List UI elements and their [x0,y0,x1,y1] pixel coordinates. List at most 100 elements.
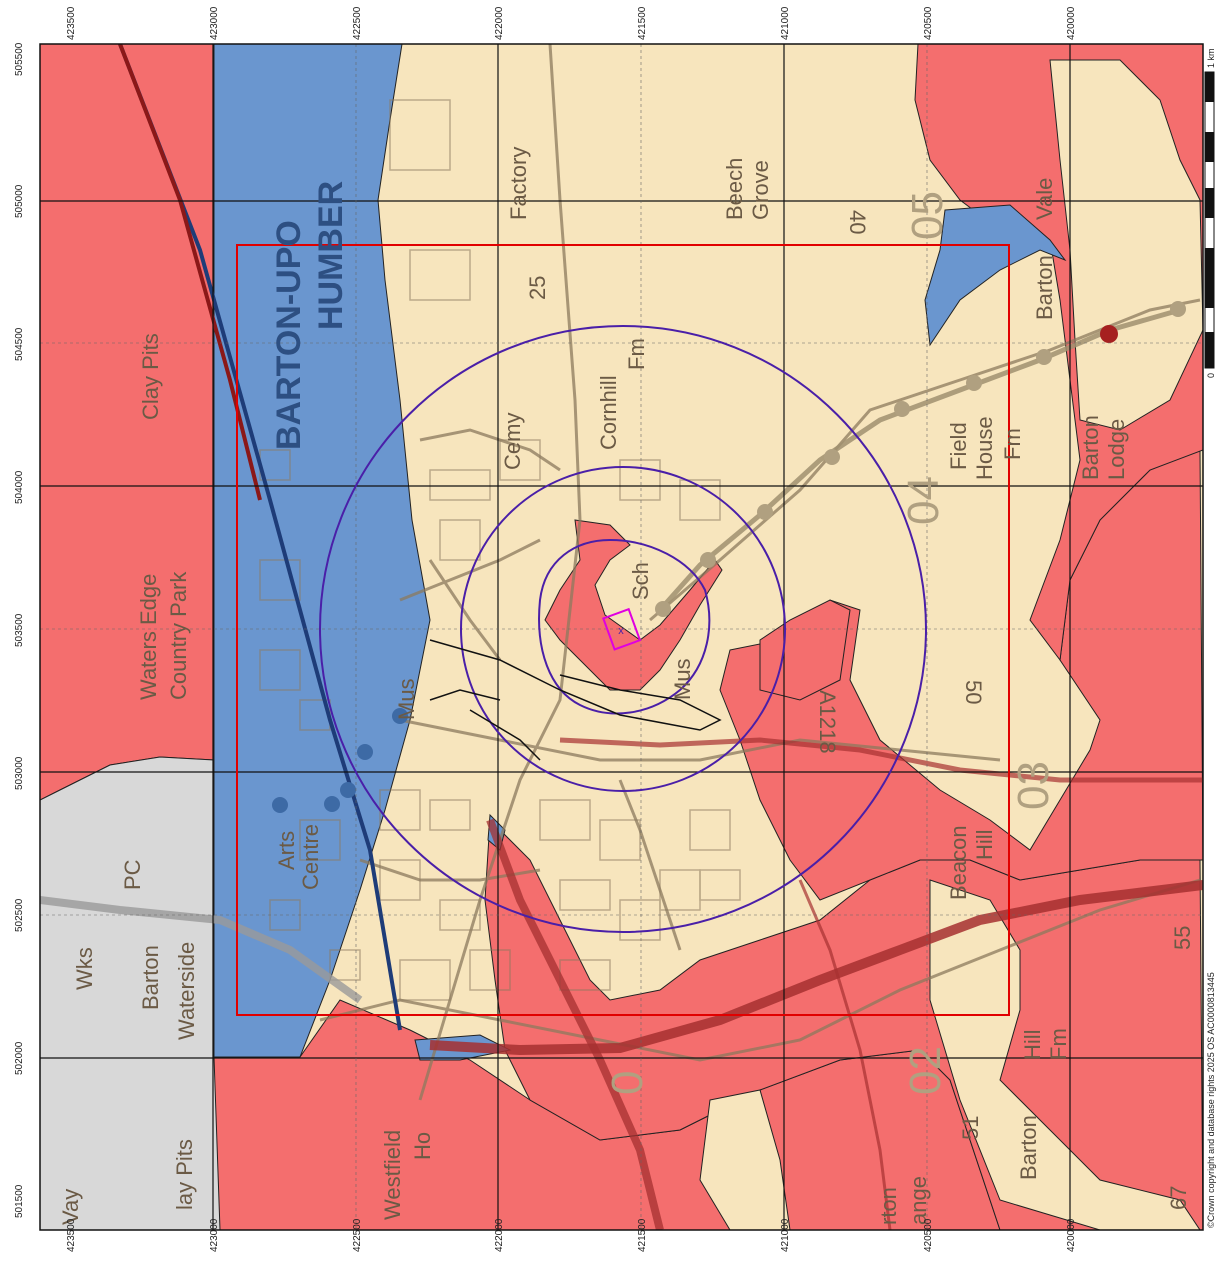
railway-line [118,44,402,1031]
label-cemy: Cemy [500,413,525,470]
contour-55: 55 [1170,926,1195,950]
label-mus-left: Mus [394,678,419,720]
label-barton-vale-2: Vale [1032,178,1057,220]
study-area-boundary [236,244,1010,1016]
top-tick-423000: 423000 [209,6,220,40]
rail-red-left [118,44,262,501]
label-hill: Hill [972,829,997,860]
label-factory: Factory [506,147,531,220]
label-beacon: Beacon [946,825,971,900]
grid-lines [40,44,1203,1230]
top-tick-420500: 420500 [923,6,934,40]
label-barton-upon: BARTON-UPO [270,220,308,450]
top-tick-420000: 420000 [1066,6,1077,40]
copyright-notice: ©Crown copyright and database rights 202… [1206,972,1216,1228]
label-barton-lodge-2: Lodge [1104,419,1129,480]
footpath-dots [655,301,1186,617]
contour-51: 51 [958,1116,983,1140]
town-streets [319,44,1201,1101]
buffer-ring-outer [319,325,927,933]
footpath-dots-blue [272,708,408,813]
red-zone-east-tongue [759,599,851,701]
buffer-ring-inner [538,538,711,715]
site-marker[interactable]: x [602,607,642,651]
top-tick-423500: 423500 [66,6,77,40]
left-axis: 505500 505000 504500 504000 503500 50300… [14,42,25,1218]
bottom-tick-423500: 423500 [66,1218,77,1252]
label-mus-right: Mus [670,658,695,700]
label-wks: Wks [72,947,97,990]
map-border [39,43,1204,1231]
label-grove: Grove [748,160,773,220]
red-dot-marker [1100,325,1118,343]
scale-bar: 1 km 0 [1204,48,1216,378]
svg-text:x: x [618,625,624,637]
contour-25: 25 [525,276,550,300]
road-south-a15 [486,818,664,1230]
fault-lines [429,639,722,761]
town-grid [259,99,741,1001]
label-barton-hill-fm-1: Hill [1020,1029,1045,1060]
label-barton-lodge-1: Barton [1078,415,1103,480]
label-barton-vale-1: Barton [1032,255,1057,320]
label-arts: Arts [274,831,299,870]
top-tick-421500: 421500 [637,6,648,40]
label-barton-waterside-2: Waterside [174,942,199,1040]
buffer-ring-middle [460,466,786,792]
cream-blob-s [699,1089,791,1230]
left-tick-502500: 502500 [14,898,25,932]
top-tick-421000: 421000 [780,6,791,40]
contour-67: 67 [1166,1186,1191,1210]
label-fm-cornhill: Fm [624,338,649,370]
bottom-axis: 423500 423000 422500 422000 421500 42100… [66,1218,1077,1252]
left-tick-504000: 504000 [14,470,25,504]
label-house: House [972,416,997,480]
motorway-a15 [429,880,1203,1056]
bottom-tick-421500: 421500 [637,1218,648,1252]
label-westfield: Westfield [380,1130,405,1220]
label-sch: Sch [628,562,653,600]
left-tick-503000: 503000 [14,756,25,790]
road-east-field [658,307,1181,612]
buffer-rings [319,325,927,933]
left-tick-502000: 502000 [14,1041,25,1075]
label-barton-hill-fm-2: Fm [1046,1028,1071,1060]
label-cornhill: Cornhill [596,375,621,450]
label-fm-field: Fm [1000,428,1025,460]
grid-num-0: 0 [603,1071,652,1095]
contour-50: 50 [961,680,986,704]
grid-num-05: 05 [903,191,952,240]
label-barton-south: Barton [1016,1115,1041,1180]
label-barton-waterside-1: Barton [138,945,163,1010]
left-tick-504500: 504500 [14,327,25,361]
label-clay-pits-bottom: lay Pits [172,1139,197,1210]
road-a1218 [559,737,1203,783]
left-tick-501500: 501500 [14,1184,25,1218]
label-country-park: Country Park [166,571,191,700]
top-axis: 423500 423000 422500 422000 421500 42100… [66,6,1077,40]
label-humber: HUMBER [312,181,350,330]
contour-40: 40 [845,210,870,234]
label-a1218: A1218 [815,690,840,754]
grid-num-04: 04 [899,476,948,525]
bottom-tick-420000: 420000 [1066,1218,1077,1252]
label-pc: PC [120,859,145,890]
label-ho: Ho [410,1132,435,1160]
grid-lines-light [40,44,1203,1230]
label-range: ange [906,1176,931,1225]
left-tick-503500: 503500 [14,613,25,647]
label-beech: Beech [722,158,747,220]
road-west [40,896,363,1004]
label-centre: Centre [298,824,323,890]
left-tick-505500: 505500 [14,42,25,76]
label-waters-edge: Waters Edge [136,574,161,700]
grid-num-02: 02 [901,1046,950,1095]
left-tick-505000: 505000 [14,184,25,218]
bottom-tick-422500: 422500 [352,1218,363,1252]
top-tick-422500: 422500 [352,6,363,40]
label-way: Vay [58,1189,83,1225]
bottom-tick-423000: 423000 [209,1218,220,1252]
top-tick-422000: 422000 [494,6,505,40]
